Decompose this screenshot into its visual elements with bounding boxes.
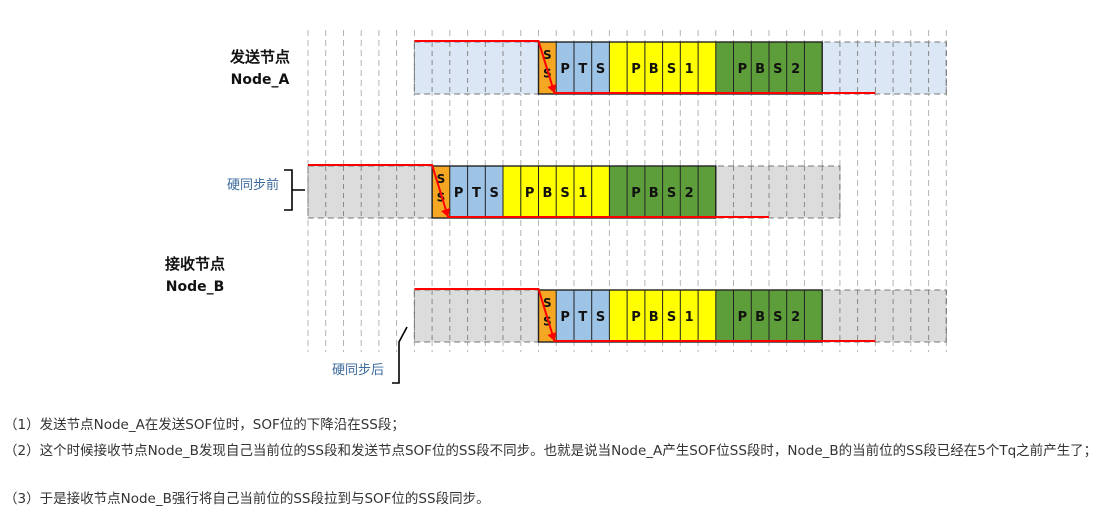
- pbs1-letter: B: [649, 62, 659, 77]
- pbs2-letter: S: [667, 186, 676, 201]
- pts-letter: S: [490, 186, 499, 201]
- sender-node-name: Node_A: [231, 72, 290, 88]
- pbs1-letter: 1: [578, 186, 587, 201]
- pts-letter: P: [454, 186, 464, 201]
- pbs1-letter: 1: [685, 62, 694, 77]
- pbs2-letter: S: [773, 310, 782, 325]
- note-1: （1）发送节点Node_A在发送SOF位时，SOF位的下降沿在SS段；: [4, 417, 405, 433]
- pbs1-letter: P: [631, 62, 641, 77]
- pbs2-letter: B: [649, 186, 659, 201]
- pbs1-letter: P: [631, 310, 641, 325]
- after-sync-bracket: [392, 326, 408, 384]
- sender-title: 发送节点: [229, 48, 290, 66]
- falling-edge-arrow: [547, 84, 557, 93]
- pts-segment: [556, 42, 610, 94]
- pts-letter: T: [578, 62, 587, 77]
- pbs2-letter: 2: [685, 186, 694, 201]
- ss-letter: S: [437, 190, 446, 204]
- pts-segment: [449, 166, 504, 218]
- before-sync-label: 硬同步前: [227, 177, 279, 193]
- sof-signal-line: [414, 40, 876, 94]
- note-3: （3）于是接收节点Node_B强行将自己当前位的SS段拉到与SOF位的SS段同步…: [4, 491, 490, 507]
- pts-letter: T: [472, 186, 481, 201]
- pts-letter: P: [560, 310, 570, 325]
- pts-letter: S: [596, 310, 605, 325]
- pbs1-letter: 1: [685, 310, 694, 325]
- sof-signal-line: [308, 164, 769, 218]
- pbs2-letter: 2: [791, 62, 800, 77]
- pts-letter: S: [596, 62, 605, 77]
- receiver-node-name: Node_B: [166, 279, 225, 295]
- pbs2-letter: B: [755, 310, 765, 325]
- pbs1-letter: S: [667, 62, 676, 77]
- pbs1-letter: S: [667, 310, 676, 325]
- pbs2-letter: P: [738, 310, 748, 325]
- before-sync-bracket: [284, 169, 305, 211]
- pbs2-letter: P: [738, 62, 748, 77]
- ss-letter: S: [543, 314, 552, 328]
- ss-letter: S: [437, 172, 446, 186]
- ss-letter: S: [543, 48, 552, 62]
- note-2: （2）这个时候接收节点Node_B发现自己当前位的SS段和发送节点SOF位的SS…: [4, 443, 1098, 459]
- pbs2-letter: P: [631, 186, 641, 201]
- pbs1-letter: S: [560, 186, 569, 201]
- pbs1-letter: B: [542, 186, 552, 201]
- pbs1-letter: P: [525, 186, 535, 201]
- after-sync-label: 硬同步后: [332, 363, 384, 378]
- pbs2-letter: 2: [791, 310, 800, 325]
- falling-edge-arrow: [547, 332, 557, 341]
- pbs2-letter: B: [755, 62, 765, 77]
- sof-signal-line: [414, 288, 876, 342]
- falling-edge-arrow: [441, 208, 451, 217]
- receiver-title: 接收节点: [165, 255, 225, 273]
- ss-letter: S: [543, 66, 552, 80]
- pts-letter: T: [578, 310, 587, 325]
- pbs2-letter: S: [773, 62, 782, 77]
- pbs1-letter: B: [649, 310, 659, 325]
- ss-letter: S: [543, 296, 552, 310]
- pts-letter: P: [560, 62, 570, 77]
- pts-segment: [556, 290, 610, 342]
